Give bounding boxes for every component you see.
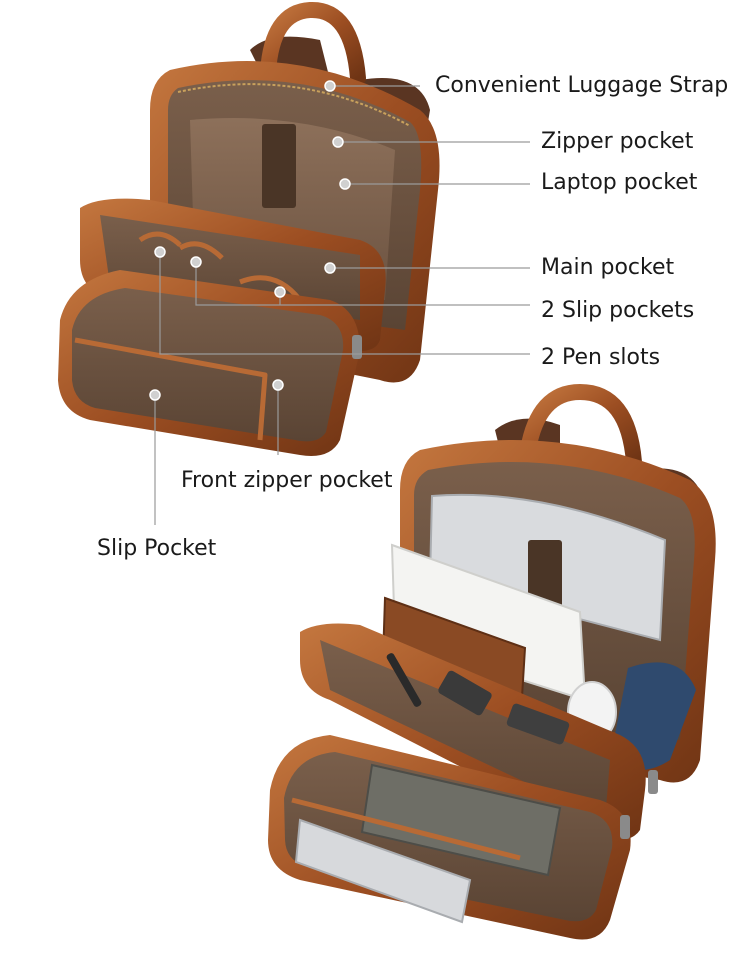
luggage-handle-b	[520, 383, 642, 470]
luggage-handle	[260, 2, 366, 86]
callout-dots	[149, 80, 351, 401]
label-front-zipper-pocket: Front zipper pocket	[181, 468, 393, 493]
label-luggage-strap: Convenient Luggage Strap	[435, 73, 729, 98]
grey-notebook	[360, 763, 562, 877]
label-slip-pockets: 2 Slip pockets	[541, 298, 695, 323]
velcro-tab	[262, 124, 296, 208]
callout-lines	[154, 85, 530, 525]
tablet	[294, 818, 472, 924]
bottom-backpack	[268, 383, 716, 940]
label-zipper-pocket: Zipper pocket	[541, 129, 694, 154]
label-slip-pocket: Slip Pocket	[97, 536, 217, 561]
label-laptop-pocket: Laptop pocket	[541, 170, 698, 195]
label-main-pocket: Main pocket	[541, 255, 675, 280]
top-backpack	[58, 2, 440, 456]
label-pen-slots: 2 Pen slots	[541, 345, 661, 370]
